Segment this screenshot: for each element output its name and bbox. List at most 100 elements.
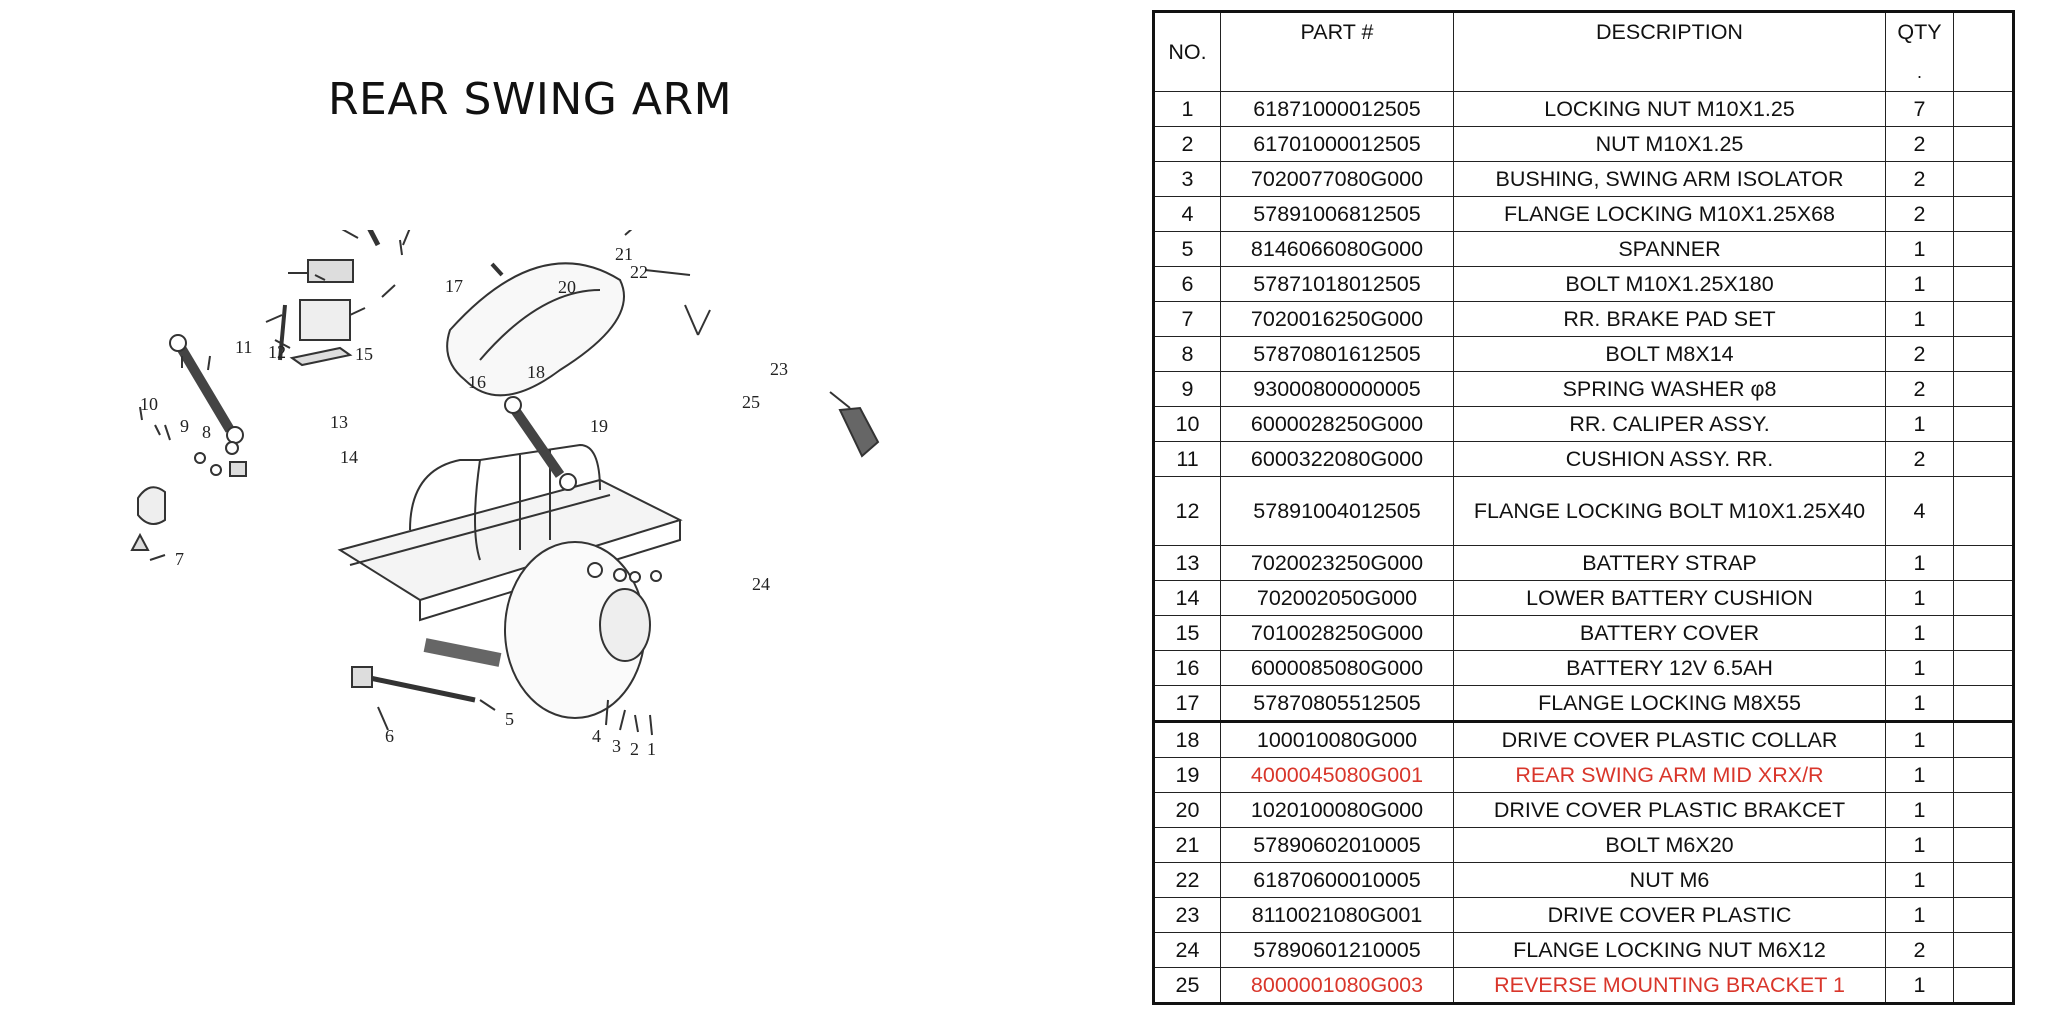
cell-part-number: 8000001080G003 <box>1220 967 1454 1004</box>
cell-part-number: 702002050G000 <box>1220 580 1454 616</box>
cell-extra <box>1953 301 2014 337</box>
cell-description: RR. CALIPER ASSY. <box>1453 406 1886 442</box>
callout-18: 18 <box>527 362 545 382</box>
right-shock-absorber <box>510 407 565 478</box>
cell-description: BATTERY COVER <box>1453 615 1886 651</box>
callout-1: 1 <box>647 739 656 759</box>
cell-qty: 1 <box>1885 615 1954 651</box>
cell-qty: 2 <box>1885 371 1954 407</box>
cell-qty: 1 <box>1885 720 1954 758</box>
cell-part-number: 57870801612505 <box>1220 336 1454 372</box>
cell-description: NUT M10X1.25 <box>1453 126 1886 162</box>
cell-no: 5 <box>1153 231 1221 267</box>
cell-description: DRIVE COVER PLASTIC BRAKCET <box>1453 792 1886 828</box>
cell-no: 8 <box>1153 336 1221 372</box>
header-qty-label: QTY <box>1897 20 1942 44</box>
cell-extra <box>1953 932 2014 968</box>
cell-extra <box>1953 476 2014 546</box>
cell-no: 22 <box>1153 862 1221 898</box>
cell-extra <box>1953 126 2014 162</box>
cell-part-number: 61871000012505 <box>1220 91 1454 127</box>
callout-4: 4 <box>592 726 601 746</box>
cell-qty: 1 <box>1885 406 1954 442</box>
cell-qty: 2 <box>1885 932 1954 968</box>
cell-part-number: 7020023250G000 <box>1220 545 1454 581</box>
cell-extra <box>1953 615 2014 651</box>
callout-17: 17 <box>445 276 463 296</box>
cell-description: DRIVE COVER PLASTIC <box>1453 897 1886 933</box>
cell-description: LOWER BATTERY CUSHION <box>1453 580 1886 616</box>
cell-extra <box>1953 792 2014 828</box>
cell-no: 3 <box>1153 161 1221 197</box>
callout-8: 8 <box>202 422 211 442</box>
cell-description: CUSHION ASSY. RR. <box>1453 441 1886 477</box>
cell-extra <box>1953 580 2014 616</box>
cell-qty: 2 <box>1885 161 1954 197</box>
callout-3: 3 <box>612 736 621 756</box>
cell-qty: 1 <box>1885 231 1954 267</box>
axle-bolt <box>369 675 476 703</box>
cell-part-number: 57890601210005 <box>1220 932 1454 968</box>
cell-qty: 2 <box>1885 336 1954 372</box>
cell-extra <box>1953 650 2014 686</box>
cell-part-number: 93000800000005 <box>1220 371 1454 407</box>
header-part-number: PART # <box>1220 11 1454 92</box>
cell-qty: 1 <box>1885 792 1954 828</box>
callout-5: 5 <box>505 709 514 729</box>
cell-description: FLANGE LOCKING M8X55 <box>1453 685 1886 722</box>
cell-qty: 1 <box>1885 580 1954 616</box>
callout-12: 12 <box>268 342 286 362</box>
cell-description: SPANNER <box>1453 231 1886 267</box>
cell-qty: 2 <box>1885 441 1954 477</box>
cell-part-number: 7010028250G000 <box>1220 615 1454 651</box>
callout-9: 9 <box>180 416 189 436</box>
cell-description: REAR SWING ARM MID XRX/R <box>1453 757 1886 793</box>
cell-no: 18 <box>1153 720 1221 758</box>
cell-extra <box>1953 371 2014 407</box>
cell-no: 20 <box>1153 792 1221 828</box>
callout-25: 25 <box>742 392 760 412</box>
header-description: DESCRIPTION <box>1453 11 1886 92</box>
cell-description: REVERSE MOUNTING BRACKET 1 <box>1453 967 1886 1004</box>
cell-part-number: 61701000012505 <box>1220 126 1454 162</box>
cell-description: NUT M6 <box>1453 862 1886 898</box>
drive-cover <box>446 262 625 397</box>
cell-no: 4 <box>1153 196 1221 232</box>
cell-no: 11 <box>1153 441 1221 477</box>
header-no: NO. <box>1153 11 1221 92</box>
cell-description: BATTERY 12V 6.5AH <box>1453 650 1886 686</box>
callout-21: 21 <box>615 244 633 264</box>
callout-7: 7 <box>175 549 184 569</box>
cell-part-number: 7020077080G000 <box>1220 161 1454 197</box>
cell-part-number: 57891004012505 <box>1220 476 1454 546</box>
exploded-parts-diagram: 1 2 3 4 5 6 7 8 9 10 11 12 13 14 15 16 1… <box>130 230 880 759</box>
cell-description: BOLT M6X20 <box>1453 827 1886 863</box>
cell-qty: 1 <box>1885 862 1954 898</box>
cell-description: RR. BRAKE PAD SET <box>1453 301 1886 337</box>
reverse-mounting-bracket <box>838 406 880 458</box>
cell-description: FLANGE LOCKING M10X1.25X68 <box>1453 196 1886 232</box>
header-qty-dot: . <box>1916 62 1922 82</box>
cell-extra <box>1953 196 2014 232</box>
cell-extra <box>1953 897 2014 933</box>
cell-no: 12 <box>1153 476 1221 546</box>
cell-qty: 1 <box>1885 967 1954 1004</box>
cell-description: SPRING WASHER φ8 <box>1453 371 1886 407</box>
cell-extra <box>1953 266 2014 302</box>
cell-no: 2 <box>1153 126 1221 162</box>
header-qty: QTY. <box>1885 11 1954 92</box>
cell-no: 24 <box>1153 932 1221 968</box>
cell-description: BUSHING, SWING ARM ISOLATOR <box>1453 161 1886 197</box>
battery-cover <box>307 259 354 283</box>
